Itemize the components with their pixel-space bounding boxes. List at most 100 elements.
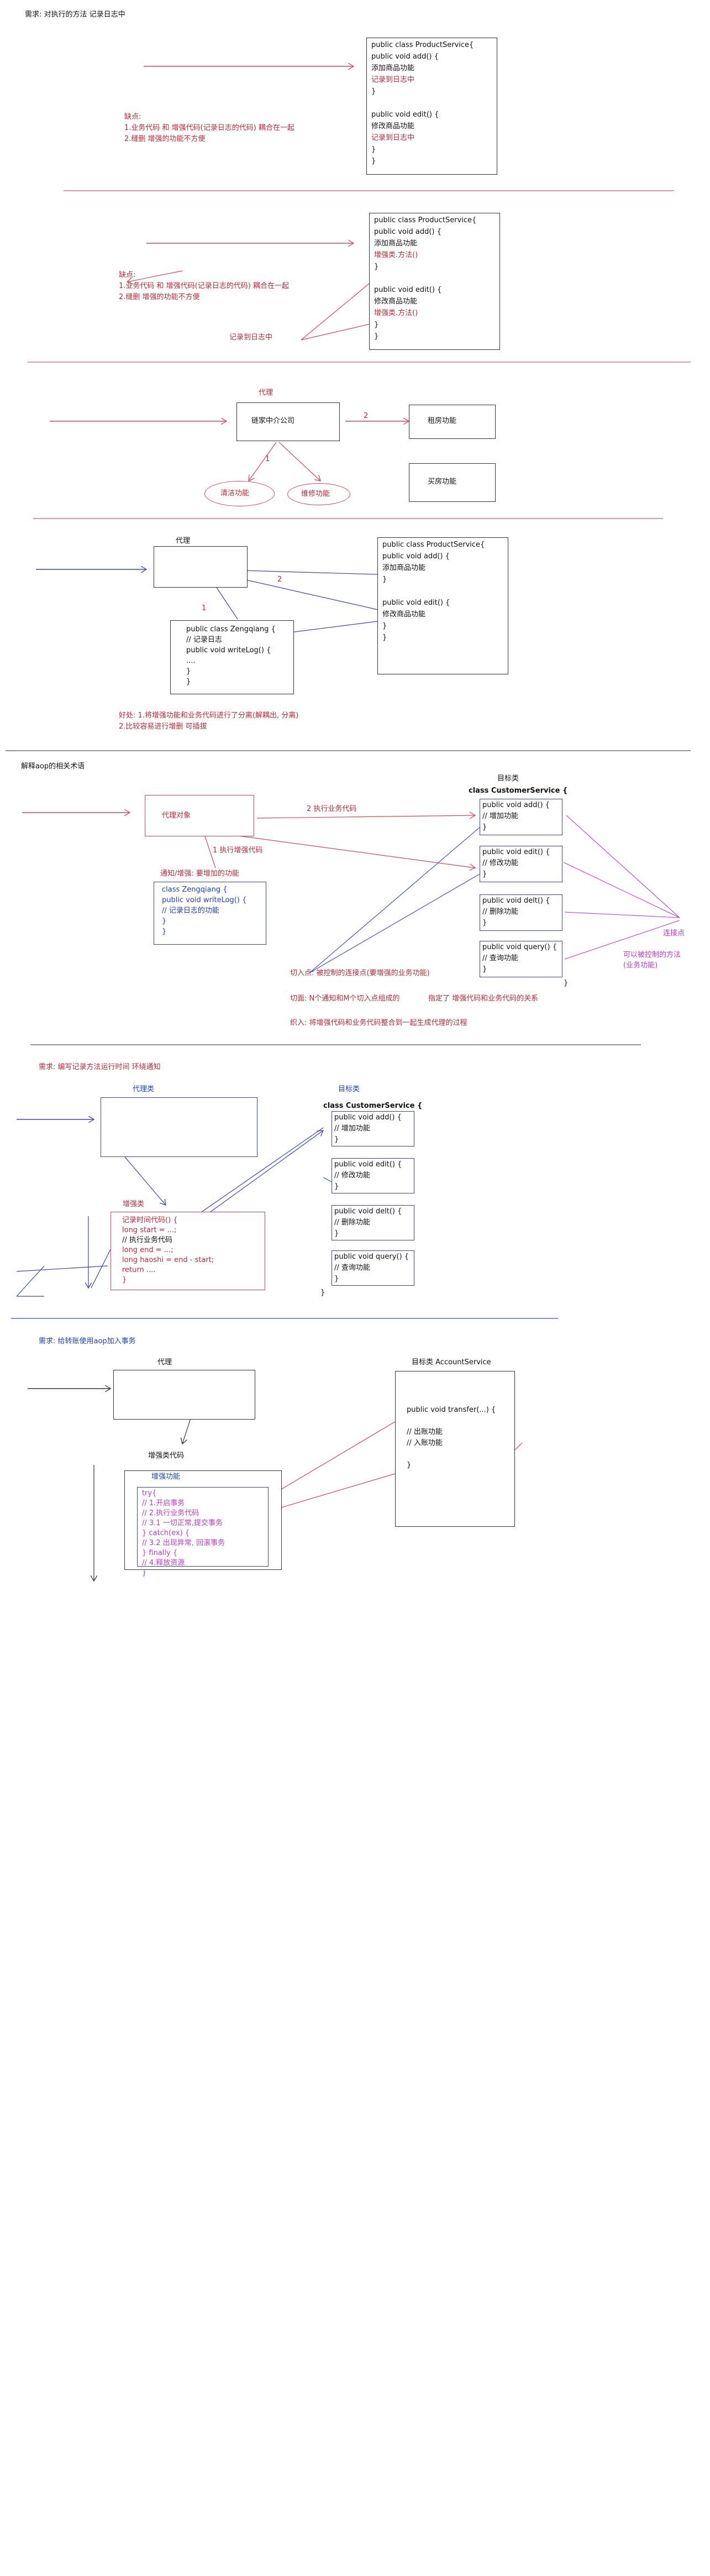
pros-line: 2.比较容易进行增删 可插拔 xyxy=(119,722,207,731)
code-line: // 删除功能 xyxy=(334,1218,370,1227)
code-line: public void delt() { xyxy=(334,1207,402,1216)
s5-exec-enh: 1 执行增强代码 xyxy=(213,846,263,855)
s6-proxy-box xyxy=(101,1097,257,1157)
code-line: public void writeLog() { xyxy=(186,646,271,655)
code-line: } xyxy=(482,823,487,831)
code-line xyxy=(374,273,476,284)
code-line: } xyxy=(371,145,376,154)
s5-jp-3 xyxy=(564,912,680,918)
code-line: public void writeLog() { xyxy=(162,896,247,904)
s5-advice-label: 通知/增强: 要增加的功能 xyxy=(160,870,239,878)
code-line: } xyxy=(186,667,191,676)
s6-return-b xyxy=(16,1265,45,1297)
s5-helper-box: class Zengqiang { public void writeLog()… xyxy=(154,882,266,945)
code-line: // 入账功能 xyxy=(407,1439,443,1447)
code-line: // 增加功能 xyxy=(334,1124,370,1133)
s5-jp-4 xyxy=(564,920,680,960)
code-line: public class ProductService{ xyxy=(382,541,485,549)
s3-clean-label: 清洁功能 xyxy=(220,489,250,498)
s7-target-box: public void transfer(...) { // 出账功能 // 入… xyxy=(395,1371,515,1527)
s5-pointcut: 切入点: 被控制的连接点(要增强的业务功能) xyxy=(290,969,430,977)
s3-repair-ellipse: 维修功能 xyxy=(287,483,350,505)
code-line: } xyxy=(482,870,487,878)
s7-enh-func-label: 增强功能 xyxy=(151,1473,181,1481)
code-line: } xyxy=(371,87,376,96)
code-line: return .... xyxy=(122,1266,156,1274)
code-line: // 查询功能 xyxy=(482,954,518,962)
s4-step-1: 1 xyxy=(202,604,207,612)
code-line: 修改商品功能 xyxy=(371,122,415,130)
pros-line: 好处: 1.将增强功能和业务代码进行了分离(解耦出, 分离) xyxy=(119,711,299,720)
desc-line: 可以被控制的方法 xyxy=(623,951,681,959)
s5-class-head: class CustomerService { xyxy=(469,787,568,795)
method-code: public void delt() { // 删除功能 } xyxy=(482,896,550,929)
s6-left-curve-a xyxy=(91,1249,111,1289)
code-line: 增强类.方法() xyxy=(374,251,418,259)
s6-method-edit: public void edit() { // 修改功能 } xyxy=(332,1158,414,1193)
s6-method-delt: public void delt() { // 删除功能 } xyxy=(332,1205,414,1240)
s6-target-label: 目标类 xyxy=(338,1085,360,1093)
code-line: long end = ...; xyxy=(122,1246,173,1254)
code-line: } xyxy=(382,575,387,584)
code-line: // 修改功能 xyxy=(334,1171,370,1180)
code-line: } xyxy=(334,1135,339,1144)
s4-proxy-box xyxy=(154,546,248,588)
s2-cons: 缺点: 1.业务代码 和 增强代码(记录日志的代码) 耦合在一起 2.缝删 增强… xyxy=(119,270,289,303)
code-line: // 3.2 出现异常, 回滚事务 xyxy=(142,1539,225,1547)
s5-aspect: 切面: N个通知和M个切入点组成的 xyxy=(290,994,400,1003)
code-line: // 出账功能 xyxy=(407,1428,443,1436)
cons-line: 2.缝删 增强的功能不方便 xyxy=(119,293,200,301)
s7-proxy-label: 代理 xyxy=(157,1358,172,1366)
s4-product-service-box: public class ProductService{ public void… xyxy=(377,537,508,674)
code-line: public class ProductService{ xyxy=(371,41,474,49)
s7-requirement: 需求: 给转账使用aop加入事务 xyxy=(39,1337,136,1345)
code-line: 记录到日志中 xyxy=(371,76,415,84)
s6-return-a xyxy=(16,1265,108,1272)
code-line xyxy=(382,585,485,597)
s6-requirement: 需求: 编写记录方法运行时间 环绕通知 xyxy=(39,1063,161,1071)
s3-rent-box: 租房功能 xyxy=(409,405,496,439)
s5-aspect-relation: 指定了 增强代码和业务代码的关系 xyxy=(428,994,539,1003)
code-line: } xyxy=(122,1276,127,1284)
s6-enh-code: 记录时间代码() { long start = ...; // 执行业务代码 l… xyxy=(122,1216,214,1285)
s2-class-code: public class ProductService{ public void… xyxy=(374,214,476,342)
s2-arrow-left xyxy=(127,270,183,282)
s5-helper-code: class Zengqiang { public void writeLog()… xyxy=(162,884,246,937)
s4-class-code: public class ProductService{ public void… xyxy=(382,539,485,643)
code-line: } xyxy=(371,157,376,165)
s3-rent-label: 租房功能 xyxy=(428,417,457,425)
code-line: } xyxy=(334,1182,339,1191)
code-line: } xyxy=(374,321,379,329)
s5-method-edit: public void edit() { // 修改功能 } xyxy=(480,846,562,882)
method-code: public void add() { // 增加功能 } xyxy=(334,1112,402,1145)
code-line: public void query() { xyxy=(334,1253,409,1261)
s3-repair-arrow xyxy=(278,442,320,481)
s7-enh-code-label: 增强类代码 xyxy=(148,1452,185,1460)
s5-method-delt: public void delt() { // 删除功能 } xyxy=(480,894,562,931)
code-line: 添加商品功能 xyxy=(374,239,418,248)
s4-pros: 好处: 1.将增强功能和业务代码进行了分离(解耦出, 分离) 2.比较容易进行增… xyxy=(119,710,298,732)
s3-repair-label: 维修功能 xyxy=(301,490,330,498)
s3-buy-box: 买房功能 xyxy=(409,463,496,502)
s7-tx-box: try{ // 1.开启事务 // 2.执行业务代码 // 3.1 一切正常,提… xyxy=(137,1487,269,1577)
code-line: public void query() { xyxy=(482,943,557,951)
code-line: public void add() { xyxy=(371,53,439,61)
code-line: } finally { xyxy=(142,1549,178,1557)
s6-method-add: public void add() { // 增加功能 } xyxy=(332,1111,414,1146)
s4-helper-code: public class Zengqiang { // 记录日志 public … xyxy=(186,624,276,687)
code-line: try{ xyxy=(142,1489,157,1498)
s1-requirement: 需求: 对执行的方法 记录日志中 xyxy=(25,11,125,19)
code-line: public void edit() { xyxy=(371,111,439,119)
code-line: // 删除功能 xyxy=(482,908,518,916)
code-line: // 3.1 一切正常,提交事务 xyxy=(142,1519,223,1527)
code-line: 增强类.方法() xyxy=(374,309,418,317)
code-line: } xyxy=(162,917,167,925)
method-code: public void edit() { // 修改功能 } xyxy=(482,847,550,880)
code-line: 记录到日志中 xyxy=(371,134,415,142)
code-line: // 记录日志 xyxy=(186,636,222,644)
s4-helper-box: public class Zengqiang { // 记录日志 public … xyxy=(170,620,294,694)
code-line: long haoshi = end - start; xyxy=(122,1256,214,1264)
s2-log-label: 记录到日志中 xyxy=(229,333,273,342)
code-line: public void edit() { xyxy=(482,848,550,856)
code-line: } xyxy=(162,928,167,936)
